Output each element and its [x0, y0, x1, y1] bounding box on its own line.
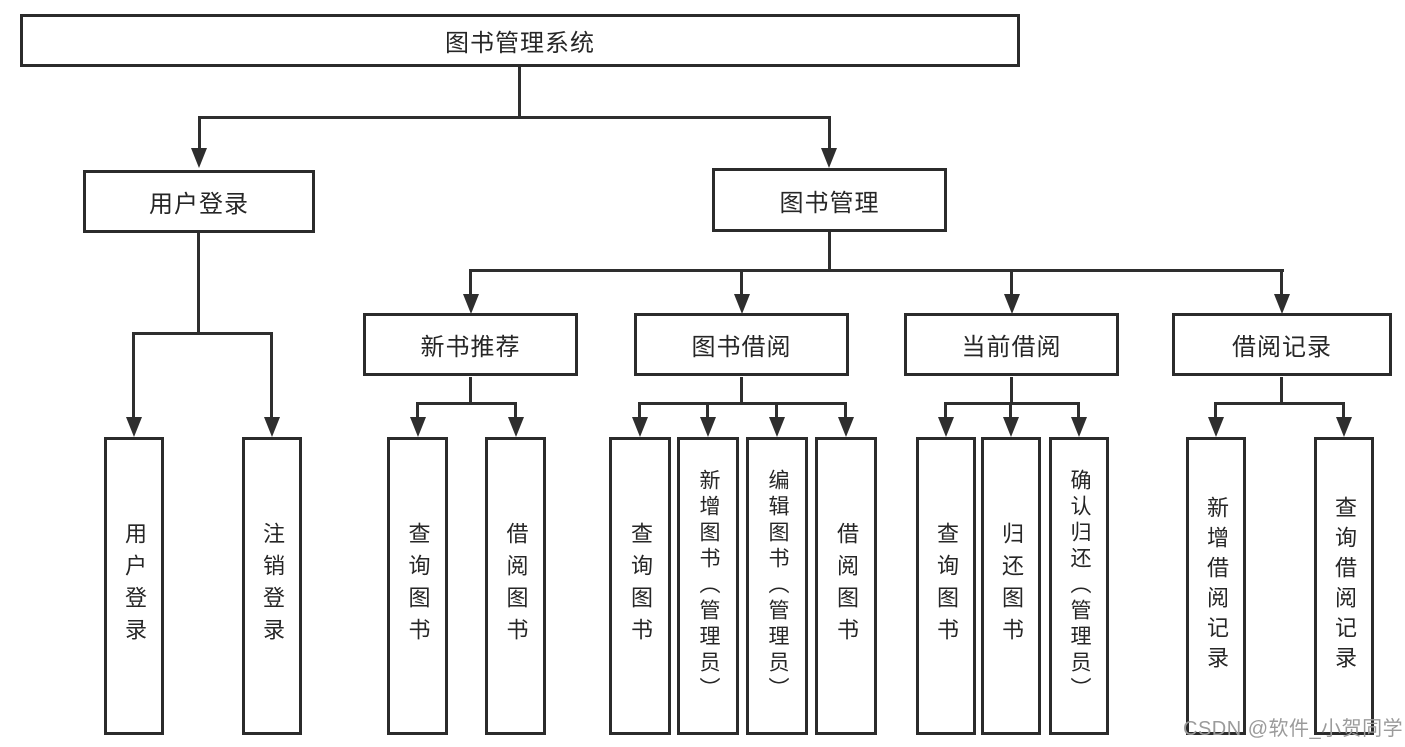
node-label: 新书推荐: [420, 334, 521, 361]
node-label: 查询借阅记录: [1332, 496, 1357, 676]
csdn-watermark: CSDN @软件_小贺同学: [1183, 718, 1404, 740]
node-label: 借阅图书: [503, 522, 529, 650]
node-label: 当前借阅: [961, 334, 1062, 361]
node-label: 图书借阅: [691, 334, 792, 361]
connector-line: [1009, 402, 1012, 421]
connector-line: [944, 402, 947, 421]
node-label: 查询图书: [934, 522, 959, 650]
arrowhead-icon: [264, 417, 280, 437]
arrowhead-icon: [508, 417, 524, 437]
connector-line: [1214, 402, 1217, 421]
leaf-add-borrow-record: 新增借阅记录: [1186, 437, 1246, 735]
node-label: 图书管理系统: [445, 30, 595, 57]
connector-line: [638, 402, 641, 421]
connector-line: [706, 402, 709, 421]
connector-line: [270, 332, 273, 419]
arrowhead-icon: [632, 417, 648, 437]
leaf-borrow-books-2: 借阅图书: [815, 437, 877, 735]
connector-line: [132, 332, 273, 335]
leaf-query-books-3: 查询图书: [916, 437, 976, 735]
connector-line: [1342, 402, 1345, 421]
leaf-logout: 注销登录: [242, 437, 302, 735]
connector-line: [518, 67, 521, 118]
leaf-edit-books-admin: 编辑图书（管理员）: [746, 437, 808, 735]
arrowhead-icon: [838, 417, 854, 437]
arrowhead-icon: [1336, 417, 1352, 437]
connector-line: [469, 269, 1284, 272]
connector-line: [775, 402, 778, 421]
connector-line: [844, 402, 847, 421]
node-label: 图书管理: [779, 189, 880, 217]
connector-line: [469, 377, 472, 404]
connector-line: [1010, 377, 1013, 404]
connector-line: [638, 402, 847, 405]
node-book-borrowing: 图书借阅: [634, 313, 849, 376]
connector-line: [514, 402, 517, 421]
connector-line: [740, 269, 743, 296]
node-label: 新增借阅记录: [1204, 496, 1229, 676]
node-label: 用户登录: [122, 522, 147, 650]
arrowhead-icon: [769, 417, 785, 437]
leaf-borrow-books-1: 借阅图书: [485, 437, 546, 735]
node-borrowing-records: 借阅记录: [1172, 313, 1392, 376]
arrowhead-icon: [1071, 417, 1087, 437]
connector-line: [1280, 377, 1283, 404]
arrowhead-icon: [1003, 417, 1019, 437]
leaf-user-login: 用户登录: [104, 437, 164, 735]
arrowhead-icon: [1274, 294, 1290, 314]
leaf-query-books-1: 查询图书: [387, 437, 448, 735]
connector-line: [1280, 269, 1283, 296]
connector-line: [944, 402, 1080, 405]
node-label: 查询图书: [405, 522, 431, 650]
arrowhead-icon: [191, 148, 207, 168]
connector-line: [1077, 402, 1080, 421]
connector-line: [197, 233, 200, 334]
connector-line: [132, 332, 135, 419]
arrowhead-icon: [1208, 417, 1224, 437]
node-label: 编辑图书（管理员）: [766, 469, 789, 703]
leaf-confirm-return-admin: 确认归还（管理员）: [1049, 437, 1109, 735]
connector-line: [740, 377, 743, 404]
connector-line: [198, 116, 201, 152]
node-label: 确认归还（管理员）: [1068, 469, 1091, 703]
arrowhead-icon: [938, 417, 954, 437]
node-label: 借阅记录: [1232, 334, 1332, 361]
connector-line: [1214, 402, 1345, 405]
node-new-book-recommendation: 新书推荐: [363, 313, 578, 376]
node-label: 归还图书: [999, 522, 1024, 650]
arrowhead-icon: [700, 417, 716, 437]
node-label: 查询图书: [628, 522, 653, 650]
connector-line: [1010, 269, 1013, 296]
leaf-query-books-2: 查询图书: [609, 437, 671, 735]
arrowhead-icon: [734, 294, 750, 314]
node-label: 用户登录: [149, 191, 249, 218]
arrowhead-icon: [821, 148, 837, 168]
node-user-login-branch: 用户登录: [83, 170, 315, 233]
leaf-query-borrow-record: 查询借阅记录: [1314, 437, 1374, 735]
connector-line: [469, 269, 472, 296]
connector-line: [828, 232, 831, 272]
connector-line: [828, 116, 831, 152]
connector-line: [416, 402, 517, 405]
connector-line: [198, 116, 831, 119]
node-book-management-branch: 图书管理: [712, 168, 947, 232]
node-current-borrowing: 当前借阅: [904, 313, 1119, 376]
node-library-management-system: 图书管理系统: [20, 14, 1020, 67]
node-label: 注销登录: [260, 522, 285, 650]
arrowhead-icon: [410, 417, 426, 437]
node-label: 借阅图书: [834, 522, 859, 650]
leaf-return-books: 归还图书: [981, 437, 1041, 735]
connector-line: [416, 402, 419, 421]
leaf-add-books-admin: 新增图书（管理员）: [677, 437, 739, 735]
arrowhead-icon: [1004, 294, 1020, 314]
arrowhead-icon: [126, 417, 142, 437]
node-label: 新增图书（管理员）: [697, 469, 720, 703]
arrowhead-icon: [463, 294, 479, 314]
